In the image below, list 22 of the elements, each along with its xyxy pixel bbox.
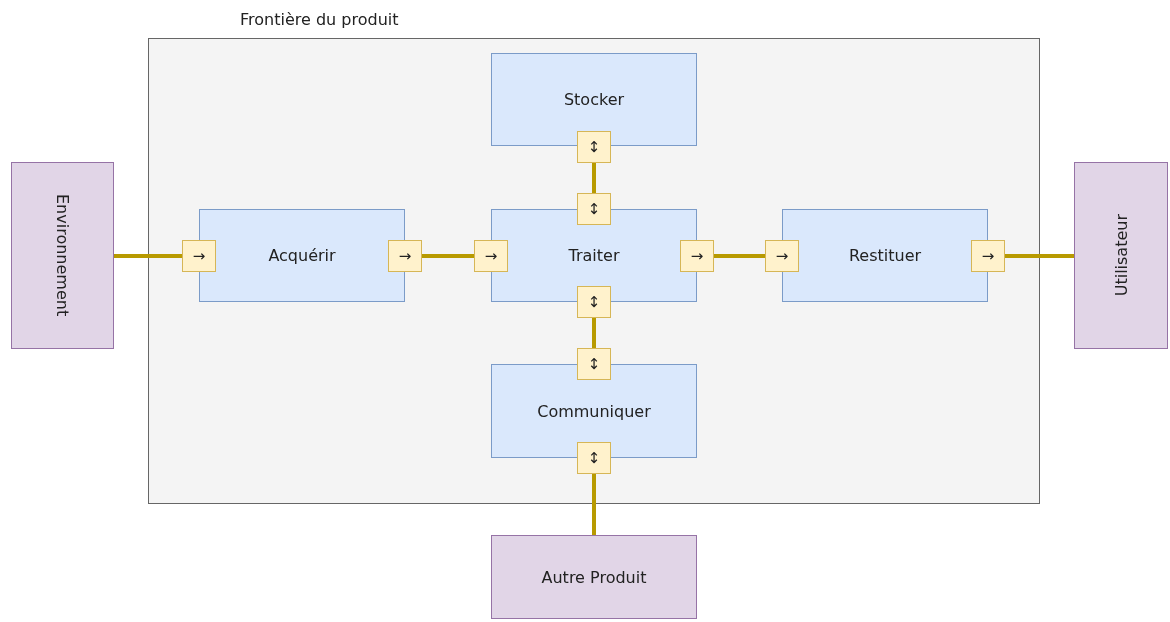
port-box: ↕ xyxy=(577,442,611,474)
connector-line xyxy=(114,254,182,258)
boundary-title: Frontière du produit xyxy=(240,10,399,30)
port-box: → xyxy=(680,240,714,272)
connector-line xyxy=(592,474,596,535)
external-entity-box: Utilisateur xyxy=(1074,162,1168,349)
connector-line xyxy=(1005,254,1074,258)
port-box: → xyxy=(971,240,1005,272)
port-box: ↕ xyxy=(577,286,611,318)
port-box: ↕ xyxy=(577,348,611,380)
connector-line xyxy=(592,318,596,348)
port-box: ↕ xyxy=(577,131,611,163)
port-box: → xyxy=(765,240,799,272)
external-entity-box: Autre Produit xyxy=(491,535,697,619)
port-box: → xyxy=(388,240,422,272)
port-box: → xyxy=(182,240,216,272)
port-box: → xyxy=(474,240,508,272)
connector-line xyxy=(592,163,596,193)
port-box: ↕ xyxy=(577,193,611,225)
external-entity-box: Environnement xyxy=(11,162,114,349)
connector-line xyxy=(714,254,765,258)
connector-line xyxy=(422,254,474,258)
